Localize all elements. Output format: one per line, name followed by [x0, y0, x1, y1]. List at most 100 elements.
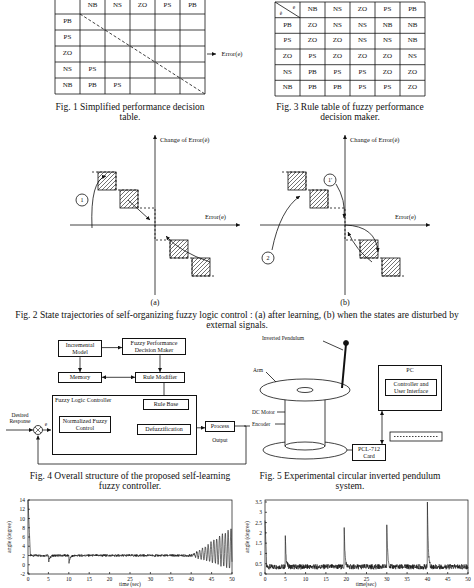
table-cell: ZO — [408, 69, 417, 77]
table-cell: PS — [359, 69, 367, 77]
table-cell: NS — [383, 37, 392, 45]
tick-label: 40 — [188, 575, 194, 581]
axis-label: angle (degree) — [6, 521, 12, 553]
table-header: NS — [283, 69, 292, 77]
box-text: PCL-712 Card — [355, 446, 383, 459]
tick-label: 20 — [343, 575, 349, 581]
table-header: NB — [88, 2, 98, 10]
table-header: NB — [283, 84, 293, 92]
part-label: DC Motor — [252, 409, 275, 415]
figure-caption: Fig. 4 Overall structure of the proposed… — [20, 471, 240, 492]
decision-box: Fuzzy Performance Decision Maker — [122, 338, 186, 355]
process-box: Rule Base — [143, 399, 189, 410]
pendulum-apparatus — [260, 341, 442, 460]
tick-label: 30 — [384, 575, 390, 581]
process-box: Normalized Fuzzy Control — [59, 416, 111, 433]
signal-label: Output — [212, 437, 227, 443]
table-cell: PS — [89, 66, 97, 74]
tick-label: 45 — [445, 575, 451, 581]
table-cell: NS — [358, 22, 367, 30]
tick-label: 3 — [259, 509, 262, 515]
table-cell: ZO — [383, 69, 392, 77]
box-text: Fuzzy Performance Decision Maker — [125, 340, 183, 353]
table-header: PS — [384, 6, 392, 14]
table-cell: PS — [334, 69, 342, 77]
tick-label: 0 — [264, 575, 267, 581]
table-header: ZO — [138, 2, 147, 10]
box-text: Normalized Fuzzy Control — [62, 418, 108, 431]
table-cell: PS — [309, 53, 317, 61]
box-text: Incremental Model — [61, 342, 99, 355]
subfigure-label: (a) — [151, 299, 160, 308]
table-cell: PB — [88, 82, 97, 90]
figure-caption: Fig. 2 State trajectories of self-organi… — [7, 310, 467, 331]
axis-label: Error(e) — [222, 50, 243, 57]
interface-card: PCL-712 Card — [352, 444, 386, 461]
table-header: ZO — [63, 50, 72, 58]
axis-label: e — [293, 3, 295, 9]
tick-label: 3.5 — [255, 499, 262, 505]
axis-label: Change of Error(ė) — [350, 136, 399, 143]
table-cell: PB — [308, 69, 317, 77]
tick-label: 35 — [404, 575, 410, 581]
box-text: Rule Base — [146, 401, 186, 408]
response-curve — [28, 500, 232, 568]
tick-label: 35 — [168, 575, 174, 581]
tick-label: 0.5 — [255, 561, 262, 567]
box-text: Rule Modifier — [138, 374, 182, 381]
box-text: PC — [381, 367, 439, 374]
tick-label: 5 — [284, 575, 287, 581]
tick-label: 8 — [22, 525, 25, 531]
table-cell: NB — [408, 37, 418, 45]
table-cell: PB — [333, 84, 342, 92]
axis-label: Change of Error(ė) — [160, 136, 209, 143]
tick-label: 10 — [303, 575, 309, 581]
table-header: NS — [333, 6, 342, 14]
rule-table-grid — [275, 2, 425, 96]
controller-box: Fuzzy Logic ControllerRule BaseNormalize… — [52, 395, 197, 455]
tick-label: 14 — [20, 497, 26, 503]
tick-label: 6 — [22, 534, 25, 540]
table-cell: PB — [308, 84, 317, 92]
tick-label: 30 — [148, 575, 154, 581]
table-header: PB — [188, 2, 197, 10]
tick-label: 4 — [22, 543, 25, 549]
axis-label: Error(e) — [395, 213, 416, 220]
table-cell: NB — [383, 22, 393, 30]
box-text: Fuzzy Logic Controller — [55, 397, 135, 404]
callout-number: 1 — [81, 197, 84, 204]
table-cell: ZO — [333, 37, 342, 45]
box-text: Controller and User Interface — [388, 381, 434, 394]
table-header: NS — [63, 66, 72, 74]
box-text: Process — [208, 423, 232, 430]
tick-label: -2 — [20, 571, 25, 577]
axis-label: angle (degree) — [244, 521, 250, 553]
tick-label: 0 — [259, 571, 262, 577]
tick-label: 45 — [209, 575, 215, 581]
tick-label: 12 — [20, 506, 26, 512]
table-cell: ZO — [383, 53, 392, 61]
axis-label: ė — [280, 10, 282, 16]
tick-label: 0 — [22, 562, 25, 568]
process-box: Rule Modifier — [135, 372, 185, 383]
table-header: PB — [63, 18, 72, 26]
process-box: Incremental Model — [58, 340, 102, 357]
box-text: Memory — [61, 374, 99, 381]
tick-label: 20 — [107, 575, 113, 581]
tick-label: 50 — [229, 575, 235, 581]
plot-frames — [28, 500, 468, 574]
tick-label: 1 — [259, 550, 262, 556]
axis-label: time (sec) — [119, 581, 141, 587]
table-cell: NS — [358, 37, 367, 45]
callout-number: 2 — [267, 255, 270, 262]
table-cell: NS — [408, 53, 417, 61]
axis-label: Error(e) — [205, 213, 226, 220]
tick-label: 2.5 — [255, 520, 262, 526]
figure-caption: Fig. 5 Experimental circular inverted pe… — [250, 471, 450, 492]
part-label: Arm — [253, 367, 263, 373]
table-cell: ZO — [408, 84, 417, 92]
tick-label: 40 — [425, 575, 431, 581]
tick-label: 0 — [27, 575, 30, 581]
connector-arrow — [382, 411, 383, 444]
